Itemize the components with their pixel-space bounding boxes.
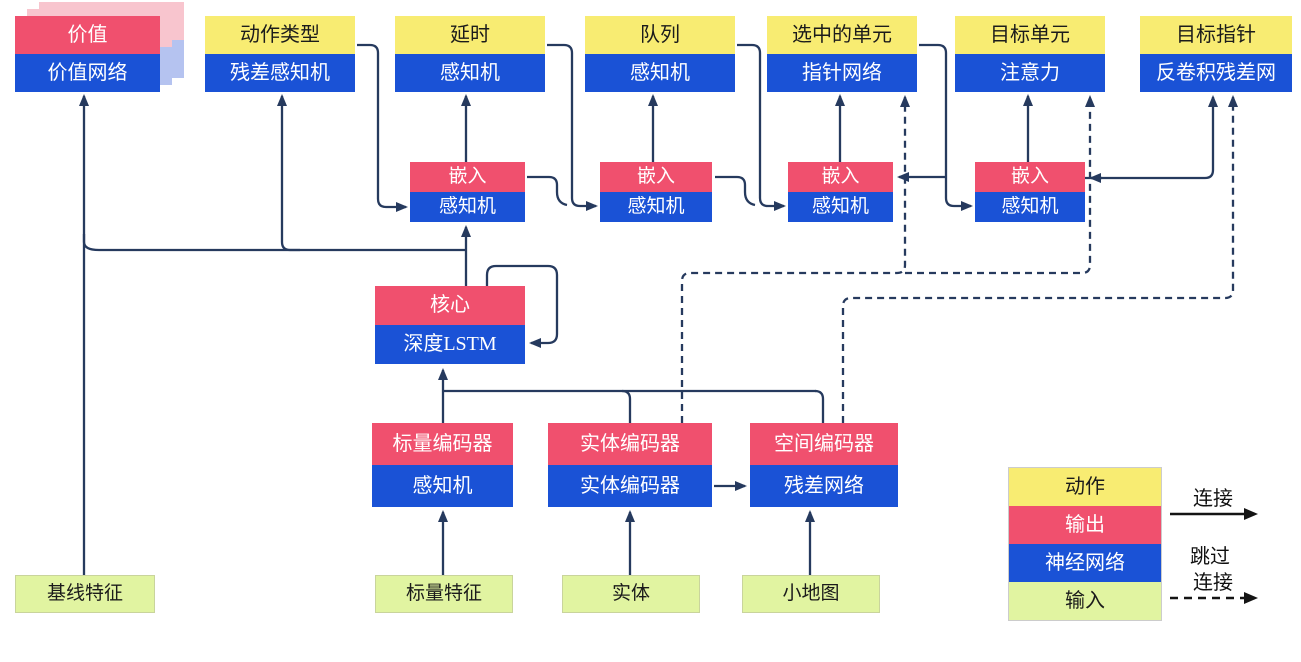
node-value-header: 价值	[15, 16, 160, 54]
node-embed1: 嵌入 感知机	[410, 162, 525, 222]
node-target-point: 目标指针 反卷积残差网	[1140, 16, 1292, 92]
edge-action-type-to-embed1	[357, 43, 408, 212]
edge-core-to-value-merge	[82, 234, 300, 252]
node-action-type-header: 动作类型	[205, 16, 355, 54]
node-entity-encoder-header: 实体编码器	[548, 423, 712, 465]
node-target-unit-header: 目标单元	[955, 16, 1105, 54]
skip-spatial-to-targetpoint	[841, 95, 1238, 423]
edge-queue-to-embed3	[737, 43, 786, 211]
edge-core-self-loop	[485, 264, 559, 348]
node-embed4: 嵌入 感知机	[975, 162, 1085, 222]
node-embed2-header: 嵌入	[600, 162, 712, 192]
node-value-body: 价值网络	[15, 54, 160, 92]
edge-spatial-encoder-to-trunk	[814, 389, 825, 423]
legend-network: 神经网络	[1009, 544, 1161, 582]
node-spatial-encoder: 空间编码器 残差网络	[750, 423, 898, 507]
legend-action: 动作	[1009, 468, 1161, 506]
node-scalar-encoder-header: 标量编码器	[372, 423, 513, 465]
node-embed1-body: 感知机	[410, 192, 525, 222]
node-embed2: 嵌入 感知机	[600, 162, 712, 222]
edge-embed1-out	[527, 175, 568, 207]
input-scalar-features: 标量特征	[375, 575, 513, 613]
node-embed3-header: 嵌入	[788, 162, 893, 192]
node-selected-units: 选中的单元 指针网络	[767, 16, 917, 92]
edge-embed2-out	[715, 175, 756, 207]
legend-skip-label-2: 连接	[1193, 572, 1233, 594]
edge-delay-to-embed2	[547, 43, 598, 211]
node-embed2-body: 感知机	[600, 192, 712, 222]
node-delay-header: 延时	[395, 16, 545, 54]
input-minimap: 小地图	[742, 575, 880, 613]
legend-output: 输出	[1009, 506, 1161, 544]
input-baseline-features: 基线特征	[15, 575, 155, 613]
node-entity-encoder: 实体编码器 实体编码器	[548, 423, 712, 507]
node-target-point-body: 反卷积残差网	[1140, 54, 1292, 92]
node-queue-body: 感知机	[585, 54, 735, 92]
node-action-type: 动作类型 残差感知机	[205, 16, 355, 92]
legend-skip-label-1: 跳过	[1190, 546, 1230, 568]
node-core-body: 深度LSTM	[375, 325, 525, 364]
node-embed1-header: 嵌入	[410, 162, 525, 192]
node-embed3: 嵌入 感知机	[788, 162, 893, 222]
node-scalar-encoder: 标量编码器 感知机	[372, 423, 513, 507]
node-target-unit-body: 注意力	[955, 54, 1105, 92]
node-queue-header: 队列	[585, 16, 735, 54]
node-spatial-encoder-body: 残差网络	[750, 465, 898, 507]
node-core-header: 核心	[375, 286, 525, 325]
legend-solid-label: 连接	[1193, 488, 1233, 510]
node-value: 价值 价值网络	[15, 16, 160, 92]
node-embed4-header: 嵌入	[975, 162, 1085, 192]
node-entity-encoder-body: 实体编码器	[548, 465, 712, 507]
edge-selected-to-embed4	[919, 43, 973, 211]
legend-input: 输入	[1009, 582, 1161, 620]
node-target-unit: 目标单元 注意力	[955, 16, 1105, 92]
node-scalar-encoder-body: 感知机	[372, 465, 513, 507]
node-target-point-header: 目标指针	[1140, 16, 1292, 54]
skip-entity-to-attention	[905, 95, 1095, 275]
node-selected-units-body: 指针网络	[767, 54, 917, 92]
node-core: 核心 深度LSTM	[375, 286, 525, 364]
edge-entity-encoder-to-trunk	[621, 389, 632, 423]
legend: 动作 输出 神经网络 输入	[1008, 467, 1162, 621]
skip-entity-to-pointer	[680, 95, 910, 423]
node-selected-units-header: 选中的单元	[767, 16, 917, 54]
node-delay: 延时 感知机	[395, 16, 545, 92]
node-action-type-body: 残差感知机	[205, 54, 355, 92]
edge-embed4-to-targetpoint	[1085, 95, 1218, 180]
input-entities: 实体	[562, 575, 700, 613]
node-queue: 队列 感知机	[585, 16, 735, 92]
node-spatial-encoder-header: 空间编码器	[750, 423, 898, 465]
node-embed4-body: 感知机	[975, 192, 1085, 222]
node-delay-body: 感知机	[395, 54, 545, 92]
node-embed3-body: 感知机	[788, 192, 893, 222]
